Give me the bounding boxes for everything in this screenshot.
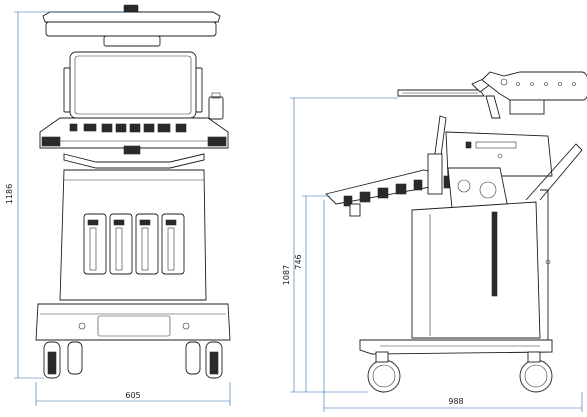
side-panel-keys [343,179,423,207]
front-height-label: 1186 [5,184,14,204]
monitor-bracket-right [195,67,203,113]
side-height-max-label: 1087 [282,265,291,285]
front-handle [63,153,205,169]
rear-frame [540,189,549,340]
front-width-label: 605 [125,391,140,400]
front-view: 605 1186 [5,4,231,406]
monitor-screen [74,55,192,115]
side-control-panel [325,169,441,205]
top-tray [42,11,221,23]
arm-post [509,99,545,115]
caster-lock-left [78,322,86,330]
side-handle-left [41,136,61,147]
keyboard-keys [69,123,187,133]
base [35,303,231,341]
gel-holder [208,96,224,120]
monitor-bracket-left [63,67,71,113]
arm-joint [485,95,501,119]
probe-ports [83,213,185,275]
gel-holder-cap [211,92,221,99]
caster-lock-right [182,322,190,330]
monitor-arm-housing [481,71,587,101]
probe-holder-block [447,167,509,209]
front-wheels [43,341,223,379]
side-view: 988 1087 746 [282,71,587,412]
top-tray-lip [45,21,217,37]
rear-handle [525,143,583,201]
side-main-body [411,201,541,339]
side-probe-hook [349,203,361,217]
body-vent [491,211,498,297]
monitor [69,51,197,119]
tray-support [103,35,161,47]
control-panel [39,117,229,149]
side-depth-label: 988 [448,397,463,406]
side-base [359,339,553,355]
side-handle-right [207,136,227,147]
side-height-min-label: 746 [294,254,303,269]
touch-panel-side [427,153,443,195]
foot-pedal-area [97,315,171,337]
panel-connector [123,145,141,155]
